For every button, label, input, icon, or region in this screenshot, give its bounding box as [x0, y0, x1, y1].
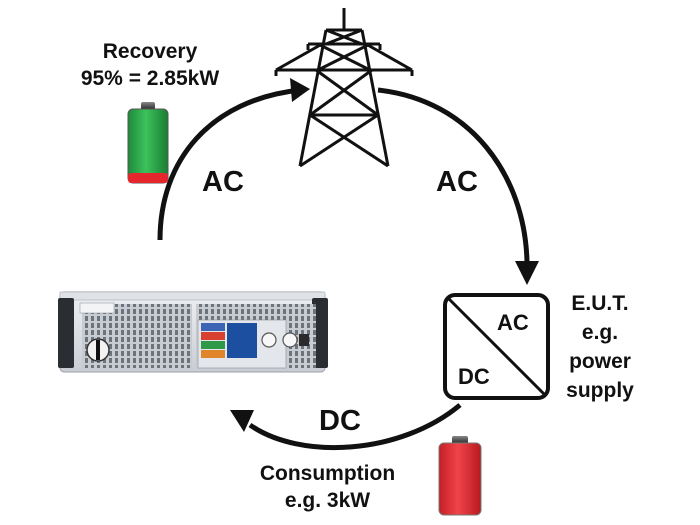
consumption-title: Consumption: [259, 462, 396, 485]
arrow-recovery-ac-left: [157, 78, 310, 241]
eut-note-line3: power: [569, 350, 631, 373]
recovery-title: Recovery: [102, 40, 198, 63]
arrow-grid-ac-right: [377, 87, 539, 285]
converter-dc-label: DC: [458, 364, 490, 389]
link-label-ac-right: AC: [436, 166, 478, 198]
consumption-value: e.g. 3kW: [284, 489, 371, 512]
regenerative-load-device-image: [58, 291, 328, 373]
battery-full-icon: [127, 102, 169, 184]
arrow-dc-bottom: [230, 403, 462, 451]
link-label-ac-left: AC: [202, 166, 244, 198]
recovery-value: 95% = 2.85kW: [80, 67, 220, 90]
battery-empty-icon: [438, 436, 482, 516]
link-label-dc-bottom: DC: [319, 405, 361, 437]
eut-note-line2: e.g.: [581, 321, 619, 344]
power-tower-icon: [274, 8, 414, 168]
eut-note-line1: E.U.T.: [571, 292, 629, 315]
converter-ac-label: AC: [497, 310, 529, 335]
eut-note-line4: supply: [566, 379, 634, 402]
ac-dc-converter-icon: [443, 293, 550, 400]
